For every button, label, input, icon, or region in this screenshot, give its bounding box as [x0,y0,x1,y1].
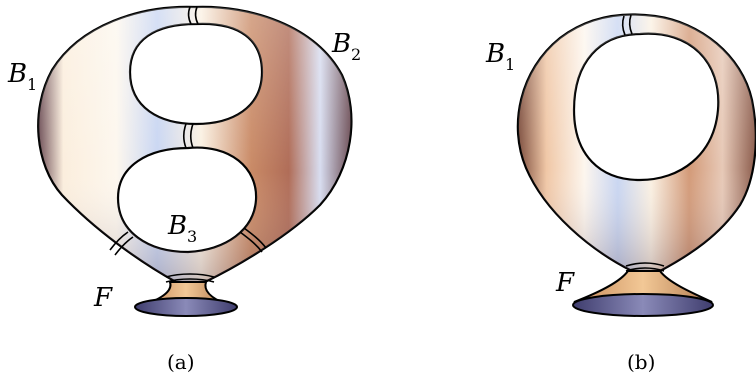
surface-a [37,5,353,284]
label-f-b: F [555,268,575,298]
figure-a: B 1 B 2 B 3 F (a) [7,5,361,374]
svg-text:B: B [485,39,505,69]
seam-middle-a [182,123,194,149]
caption-a: (a) [167,350,195,374]
label-b3-a: B 3 [167,211,197,246]
seam-left-a [109,231,134,256]
seams-a [109,6,267,283]
label-f-a: F [93,283,113,313]
svg-text:1: 1 [505,55,515,74]
svg-text:B: B [7,59,27,89]
foot-b [572,270,714,317]
surface-b [516,13,756,273]
svg-text:2: 2 [351,45,361,64]
seam-top-b [621,14,633,36]
svg-text:1: 1 [27,75,37,94]
label-b1-a: B 1 [7,59,37,94]
svg-text:B: B [167,211,187,241]
seam-top-a [187,6,199,25]
figure-b: B 1 F (b) [485,13,756,374]
caption-b: (b) [627,350,655,374]
foot-a [134,281,238,317]
label-b1-b: B 1 [485,39,515,74]
seam-right-a [239,227,267,253]
svg-text:3: 3 [187,227,197,246]
label-b2-a: B 2 [331,29,361,64]
svg-text:B: B [331,29,351,59]
